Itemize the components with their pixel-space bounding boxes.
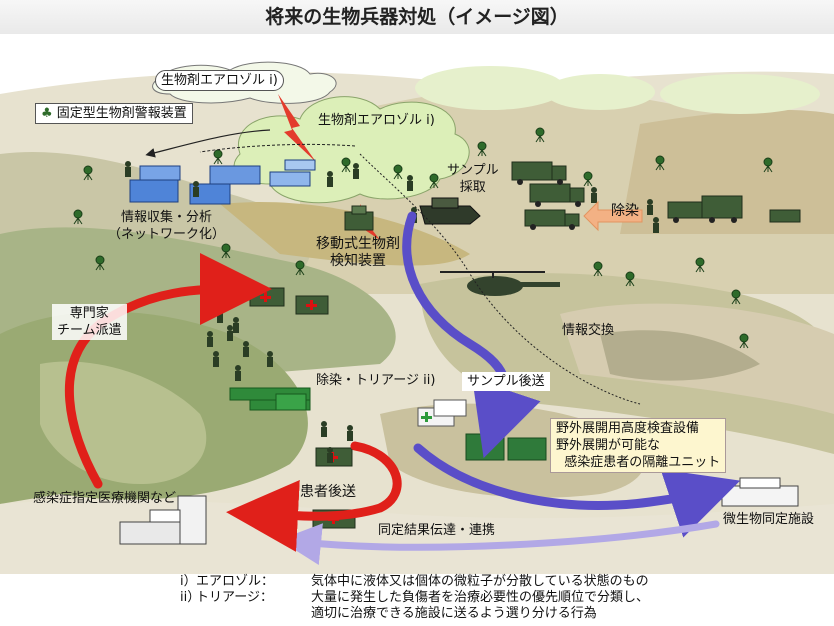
hospital-label: 感染症指定医療機関など (33, 491, 177, 506)
footnote-1-key: i） (180, 574, 197, 589)
footnote-2-term: トリアージ： (196, 590, 273, 605)
decon-label: 除染 (611, 203, 639, 219)
soldier-figure (653, 217, 659, 233)
sensor-icon (593, 261, 603, 277)
aerosol-label-top: 生物剤エアロゾル i) (155, 70, 284, 91)
mobile-detector-line2: 検知装置 (330, 253, 386, 269)
field-units-label: 野外展開用高度検査設備野外展開が可能な 感染症患者の隔離ユニット (550, 418, 727, 473)
id-result-arrow (279, 520, 720, 565)
sensor-icon (221, 243, 231, 259)
experts-line2: チーム派遣 (57, 323, 122, 338)
soldier-figure (125, 161, 131, 177)
to-bio-facility-arrow (413, 443, 741, 538)
field-units-line1: 野外展開用高度検査設備 (556, 421, 700, 436)
page-title: 将来の生物兵器対処（イメージ図） (0, 0, 834, 35)
soldier-figure (591, 187, 597, 203)
sensor-icon (341, 157, 351, 173)
helicopter (440, 271, 560, 296)
soldier-figure (217, 307, 223, 323)
soldier-figure (267, 351, 273, 367)
footnote-1-text: 気体中に液体又は個体の微粒子が分散している状態のもの (311, 574, 649, 589)
footnote-2-cont: 適切に治療できる施設に送るよう選り分ける行為 (311, 606, 597, 621)
sensor-icon: ♣ (41, 106, 53, 121)
soldier-figure (647, 199, 653, 215)
sensor-icon (73, 209, 83, 225)
footnote-2-key: ii） (180, 590, 201, 605)
sensor-icon (477, 141, 487, 157)
mobile-detector-line1: 移動式生物剤 (316, 236, 400, 252)
sensor-icon (695, 257, 705, 273)
info-collect-label: 情報収集・分析 （ネットワーク化） (108, 209, 225, 243)
sample-collect-line2: 採取 (459, 180, 486, 195)
soldier-figure (213, 351, 219, 367)
footnotes: i）エアロゾル： 気体中に液体又は個体の微粒子が分散している状態のもの ii）トリ… (180, 574, 649, 622)
hospital-buildings (119, 495, 207, 545)
soldier-figure (193, 181, 199, 197)
sensor-icon (731, 289, 741, 305)
sample-collect-line1: サンプル (447, 163, 499, 178)
sensor-icon (393, 164, 403, 180)
sensor-icon (429, 173, 439, 189)
patient-transport-label: 患者後送 (300, 484, 356, 500)
sample-collect-label: サンプル採取 (447, 162, 499, 196)
sensor-icon (295, 260, 305, 276)
sensor-icon (763, 157, 773, 173)
legend-fixed-alarm-label: 固定型生物剤警報装置 (56, 106, 187, 121)
decon-triage-label: 除染・トリアージ ii) (316, 373, 436, 388)
sensor-icon (583, 171, 593, 187)
experts-line1: 専門家 (69, 306, 109, 321)
decon-tents (229, 387, 311, 411)
patient-transport-arrow (226, 441, 402, 552)
sensor-icon (535, 127, 545, 143)
field-units-line3: 感染症患者の隔離ユニット (564, 455, 721, 470)
info-exchange-label: 情報交換 (562, 323, 615, 338)
soldier-figure (207, 331, 213, 347)
legend-fixed-alarm: ♣ 固定型生物剤警報装置 (35, 103, 193, 124)
sensor-icon (655, 155, 665, 171)
vehicle-column (511, 161, 801, 227)
bio-facility-label: 微生物同定施設 (723, 512, 815, 527)
sample-vehicle (419, 197, 481, 225)
mobile-detector-label: 移動式生物剤検知装置 (316, 236, 400, 270)
soldier-figure (353, 163, 359, 179)
command-tents (129, 159, 316, 205)
footnote-2: ii）トリアージ： 大量に発生した負傷者を治療必要性の優先順位で分類し、 (180, 590, 649, 606)
sensor-icon (625, 271, 635, 287)
soldier-figure (233, 317, 239, 333)
experts-label: 専門家チーム派遣 (52, 304, 127, 340)
sensor-icon (213, 149, 223, 165)
soldier-figure (243, 341, 249, 357)
footnote-2-text: 大量に発生した負傷者を治療必要性の優先順位で分類し、 (311, 590, 650, 605)
field-units-line2: 野外展開が可能な (556, 438, 661, 453)
soldier-figure (407, 175, 413, 191)
sensor-icon (95, 255, 105, 271)
decon-arrow (583, 200, 643, 232)
soldier-figure (347, 425, 353, 441)
footnote-1: i）エアロゾル： 気体中に液体又は個体の微粒子が分散している状態のもの (180, 574, 649, 590)
footnote-1-term: エアロゾル： (196, 574, 275, 589)
sensor-icon (83, 165, 93, 181)
sample-transport-label: サンプル後送 (462, 372, 550, 391)
soldier-figure (227, 325, 233, 341)
id-result-label: 同定結果伝達・連携 (378, 523, 496, 538)
soldier-figure (235, 365, 241, 381)
sensor-icon (739, 333, 749, 349)
info-collect-line1: 情報収集・分析 (121, 210, 213, 225)
aerosol-label-cloud: 生物剤エアロゾル i) (318, 113, 435, 128)
soldier-figure (327, 447, 333, 463)
sample-transport-arrow (402, 211, 541, 459)
info-collect-line2: （ネットワーク化） (108, 227, 226, 242)
soldier-figure (327, 171, 333, 187)
soldier-figure (321, 421, 327, 437)
